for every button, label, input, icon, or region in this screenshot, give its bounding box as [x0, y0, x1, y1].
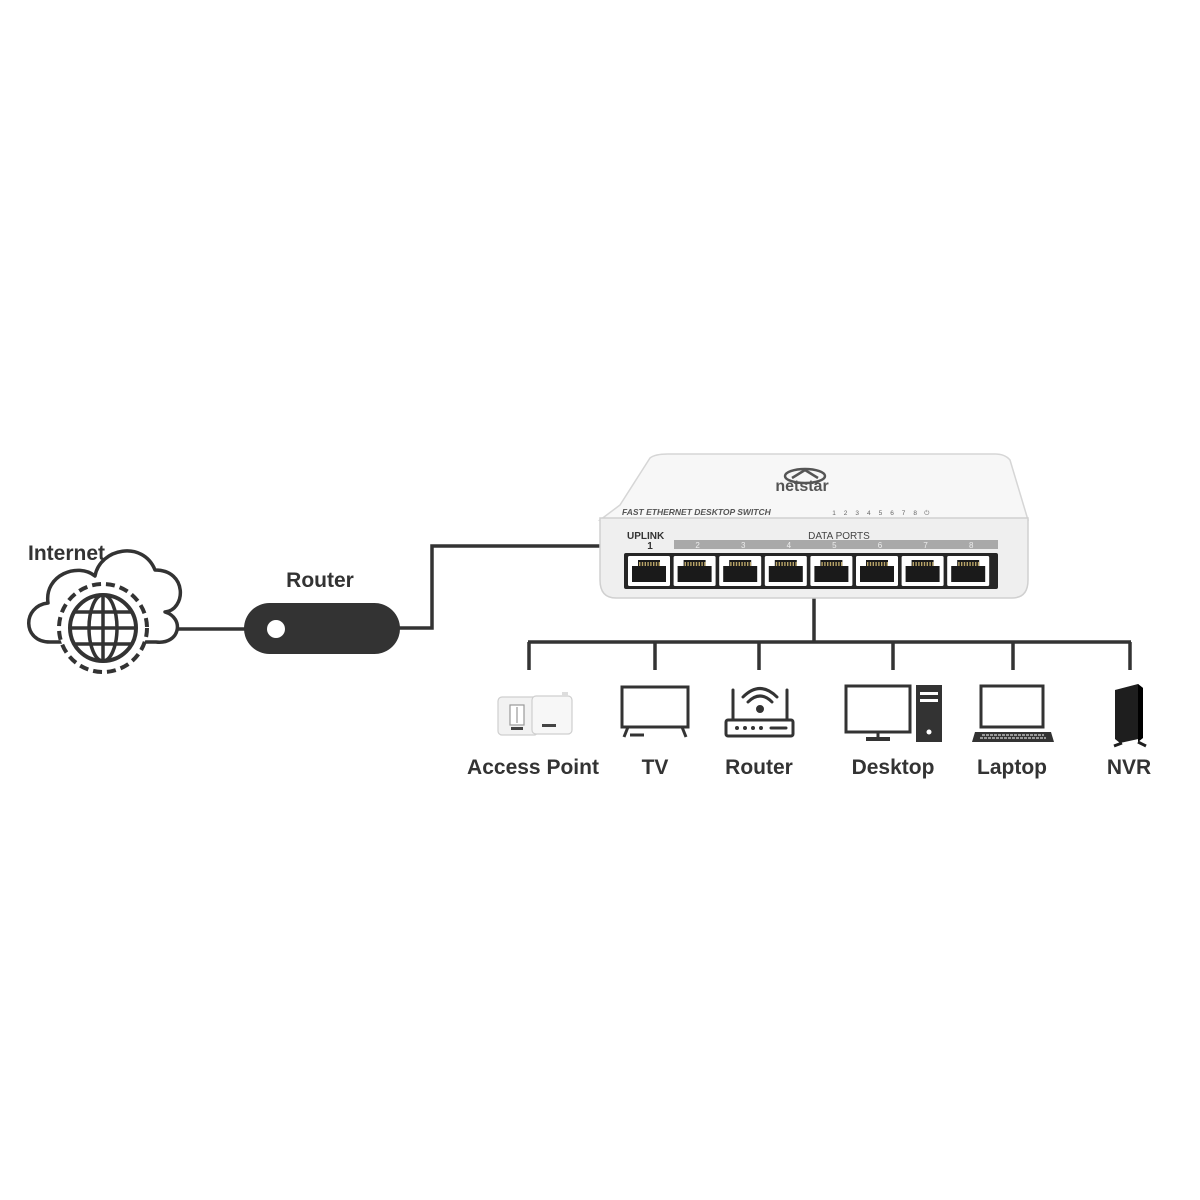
led-number: ⏻: [924, 510, 929, 517]
router-pill-icon: [244, 603, 400, 654]
tv-icon: [620, 685, 690, 738]
port-number: 8: [969, 541, 974, 550]
led-number: 8: [913, 510, 917, 517]
cloud-globe-icon: [27, 549, 182, 674]
led-number: 2: [844, 510, 848, 517]
led-number: 3: [855, 510, 859, 517]
port-number: 6: [878, 541, 883, 550]
port-number: 5: [832, 541, 837, 550]
data-ports-label: DATA PORTS: [808, 531, 870, 542]
netstar-logo-icon: netstar: [775, 467, 829, 495]
ethernet-port: [673, 556, 716, 586]
desktop-icon: [844, 684, 942, 742]
uplink-number: 1: [647, 541, 653, 552]
device-label-access-point: Access Point: [467, 756, 599, 779]
led-number: 1: [832, 510, 836, 517]
ethernet-port: [856, 556, 898, 586]
switch-brand: netstar: [775, 478, 828, 495]
ethernet-ports: [628, 556, 990, 586]
router-to-switch-line: [398, 544, 600, 630]
device-label-nvr: NVR: [1106, 756, 1152, 779]
wifi-router-icon: [724, 687, 795, 738]
device-label-router: Router: [725, 756, 793, 779]
laptop-icon: [972, 684, 1054, 742]
router-label: Router: [286, 569, 354, 592]
ethernet-port: [810, 556, 853, 586]
port-number: 7: [923, 541, 928, 550]
switch-top: [597, 453, 1030, 521]
ethernet-port: [719, 556, 762, 586]
connection-lines: [178, 544, 1132, 670]
nvr-icon: [1113, 684, 1147, 748]
led-number: 4: [867, 510, 871, 517]
device-label-tv: TV: [641, 756, 669, 779]
led-number: 6: [890, 510, 894, 517]
led-number: 5: [879, 510, 883, 517]
access-point-icon: [497, 692, 573, 736]
internet-label: Internet: [28, 542, 106, 565]
ethernet-port: [901, 556, 944, 586]
data-ports-strip: [674, 540, 998, 549]
ethernet-port: [764, 556, 807, 586]
port-number: 3: [741, 541, 746, 550]
uplink-label: UPLINK: [627, 531, 665, 542]
port-number-labels: 2 3 4 5 6 7 8: [695, 541, 974, 550]
led-number: 7: [902, 510, 906, 517]
ethernet-port: [628, 556, 670, 586]
device-label-laptop: Laptop: [977, 756, 1047, 779]
port-number: 2: [695, 541, 700, 550]
switch-model-text: FAST ETHERNET DESKTOP SWITCH: [622, 507, 772, 517]
ethernet-port: [947, 556, 990, 586]
port-number: 4: [787, 541, 792, 550]
device-label-desktop: Desktop: [851, 756, 935, 779]
